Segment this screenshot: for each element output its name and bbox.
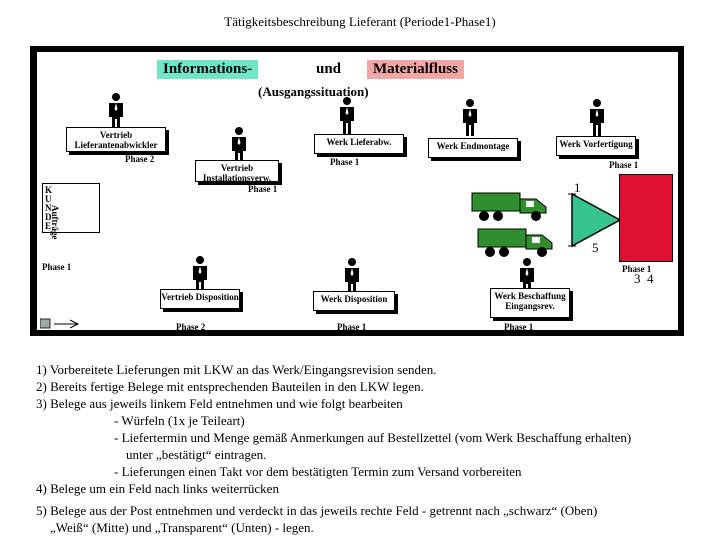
station-werk-vorfertigung: Werk Vorfertigung xyxy=(556,136,636,156)
station-werk-lieferabw: Werk Lieferabw. xyxy=(314,134,404,154)
process-triangle xyxy=(568,192,622,248)
station-vertrieb-lieferantenabwickler: Vertrieb Lieferantenabwickler xyxy=(66,127,166,152)
phase-label: Phase 2 xyxy=(176,322,206,332)
marker-1: 1 xyxy=(574,180,581,195)
station-vertrieb-installationsverw: Vertrieb Installationsverw. xyxy=(195,160,279,183)
step-5: 5) Belege aus der Post entnehmen und ver… xyxy=(36,503,598,518)
phase-label: Phase 1 xyxy=(330,157,360,167)
station-vertrieb-disposition: Vertrieb Disposition xyxy=(160,289,240,309)
diagram-panel xyxy=(37,52,678,330)
heading-subtitle: (Ausgangssituation) xyxy=(258,84,369,99)
truck-icon xyxy=(471,192,547,221)
instructions: 1) Vorbereitete Lieferungen mit LKW an d… xyxy=(36,361,631,536)
step-3b-cont: unter „bestätigt“ eintragen. xyxy=(126,447,267,462)
phase-label: Phase 1 xyxy=(609,160,639,170)
person-icon xyxy=(232,127,246,164)
phase-label: Phase 1 xyxy=(622,264,652,274)
heading-and: und xyxy=(316,61,342,77)
red-storage-block xyxy=(619,174,673,262)
marker-5: 5 xyxy=(592,240,599,255)
phase-label: Phase 2 xyxy=(125,154,155,164)
person-icon xyxy=(463,99,477,136)
step-3a: - Würfeln (1x je Teileart) xyxy=(114,413,245,428)
page-title: Tätigkeitsbeschreibung Lieferant (Period… xyxy=(224,14,496,29)
customer-orders-label: Aufträge xyxy=(50,205,60,240)
truck-icon xyxy=(477,228,553,257)
step-3c: - Lieferungen einen Takt vor dem bestäti… xyxy=(114,464,522,479)
step-4: 4) Belege um ein Feld nach links weiterr… xyxy=(36,481,279,496)
heading-information: Informations- xyxy=(157,60,259,79)
step-5-cont: „Weiß“ (Mitte) und „Transparent“ (Unten)… xyxy=(50,520,314,535)
step-1: 1) Vorbereitete Lieferungen mit LKW an d… xyxy=(36,362,437,377)
person-icon xyxy=(340,97,354,134)
step-2: 2) Bereits fertige Belege mit entspreche… xyxy=(36,379,424,394)
marker-3-4: 3 4 xyxy=(634,271,654,286)
person-icon xyxy=(193,256,207,293)
phase-label: Phase 1 xyxy=(504,322,534,332)
phase-label: Phase 1 xyxy=(248,184,278,194)
phase-label: Phase 1 xyxy=(337,322,367,332)
person-icon xyxy=(345,258,359,295)
station-werk-endmontage: Werk Endmontage xyxy=(428,138,518,158)
person-icon xyxy=(109,93,123,130)
step-3b: - Liefertermin und Menge gemäß Anmerkung… xyxy=(114,430,632,445)
station-werk-disposition: Werk Disposition xyxy=(313,291,395,311)
step-3: 3) Belege aus jeweils linkem Feld entneh… xyxy=(36,396,403,411)
customer-letters: KUNDE xyxy=(45,185,53,231)
heading-material: Materialfluss xyxy=(367,60,464,79)
person-icon xyxy=(590,99,604,136)
logo-icon xyxy=(40,318,80,329)
phase-label: Phase 1 xyxy=(42,262,72,272)
station-werk-beschaffung: Werk Beschaffung Eingangsrev. xyxy=(490,288,570,318)
customer-box xyxy=(42,183,100,233)
